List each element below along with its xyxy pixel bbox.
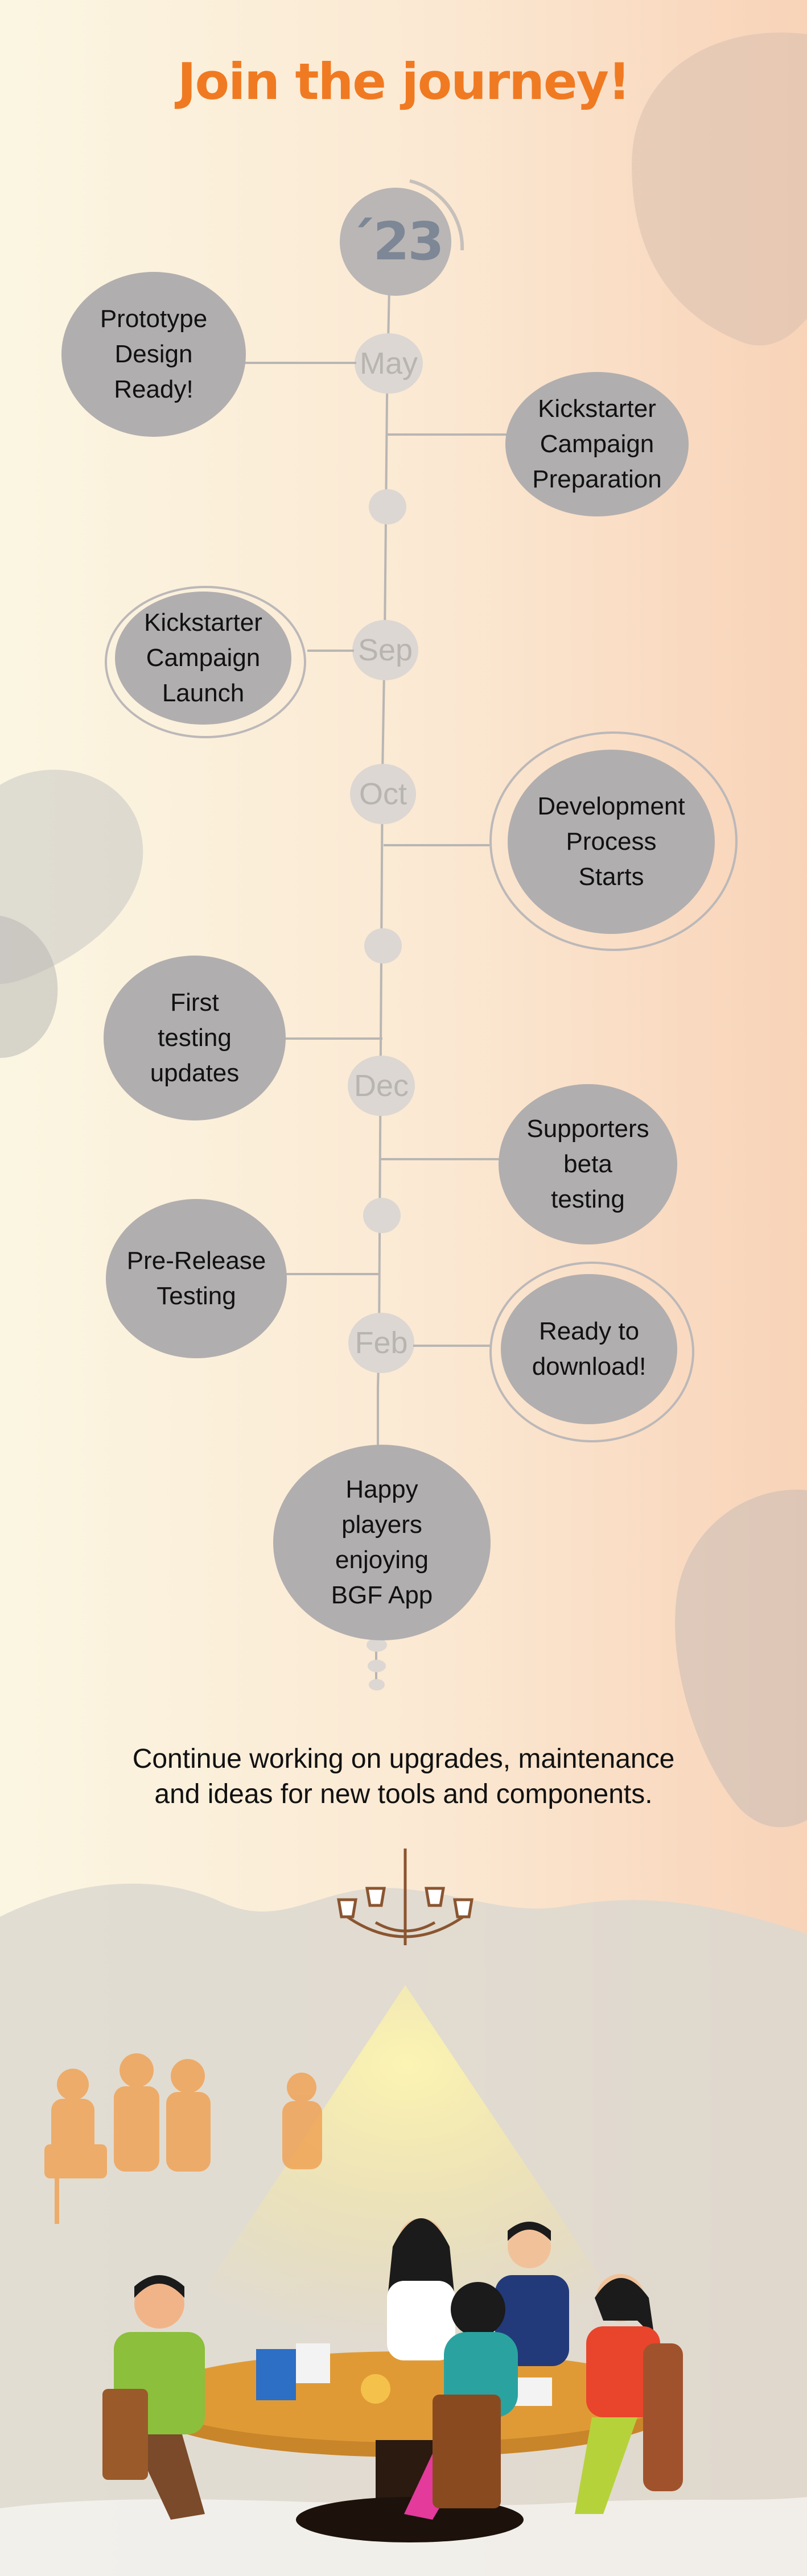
- milestone-development-starts: Development Process Starts: [508, 750, 715, 934]
- milestone-ring: [489, 731, 738, 951]
- month-oct: Oct: [350, 764, 416, 824]
- year-badge: ´23: [340, 188, 451, 296]
- connector-line: [387, 433, 508, 436]
- timeline-end-dot: [368, 1660, 386, 1672]
- connector-line: [413, 1345, 491, 1347]
- closing-statement: Continue working on upgrades, maintenanc…: [132, 1744, 675, 1809]
- board-game-illustration: [0, 1849, 807, 2576]
- connector-line: [307, 650, 354, 652]
- month-sep: Sep: [352, 620, 418, 680]
- chandelier: [337, 1849, 474, 1945]
- month-feb: Feb: [348, 1313, 414, 1373]
- milestone-ready-to-download: Ready to download!: [501, 1274, 677, 1424]
- milestone-kickstarter-preparation: Kickstarter Campaign Preparation: [505, 372, 689, 516]
- milestone-supporters-beta-testing: Supporters beta testing: [499, 1084, 677, 1244]
- player-left-green-shirt: [102, 2275, 205, 2520]
- milestone-happy-players: Happy players enjoying BGF App: [273, 1445, 491, 1640]
- connector-line: [380, 1158, 502, 1160]
- game-table: [142, 2343, 677, 2542]
- player-back-teal: [404, 2282, 518, 2520]
- milestone-ring: [489, 1262, 694, 1442]
- timeline-end-dot: [369, 1679, 385, 1690]
- milestone-first-testing-updates: First testing updates: [104, 956, 286, 1120]
- connector-line: [239, 362, 356, 364]
- month-may: May: [355, 333, 423, 394]
- player-white-top: [387, 2218, 455, 2360]
- connector-line: [384, 844, 489, 846]
- player-right-red-top: [575, 2274, 683, 2514]
- milestone-kickstarter-launch: Kickstarter Campaign Launch: [115, 592, 291, 725]
- connector-line: [282, 1037, 382, 1040]
- timeline-dot: [363, 1198, 401, 1233]
- page-title: Join the journey!: [177, 52, 631, 111]
- connector-line: [285, 1273, 379, 1275]
- month-dec: Dec: [348, 1056, 415, 1116]
- milestone-pre-release-testing: Pre-Release Testing: [106, 1199, 287, 1358]
- timeline-dot: [364, 928, 402, 964]
- timeline-end-dot: [367, 1638, 387, 1652]
- milestone-prototype-design: Prototype Design Ready!: [61, 272, 246, 437]
- timeline-dot: [369, 489, 406, 524]
- milestone-ring: [105, 586, 306, 738]
- background-people-silhouettes: [44, 2053, 322, 2224]
